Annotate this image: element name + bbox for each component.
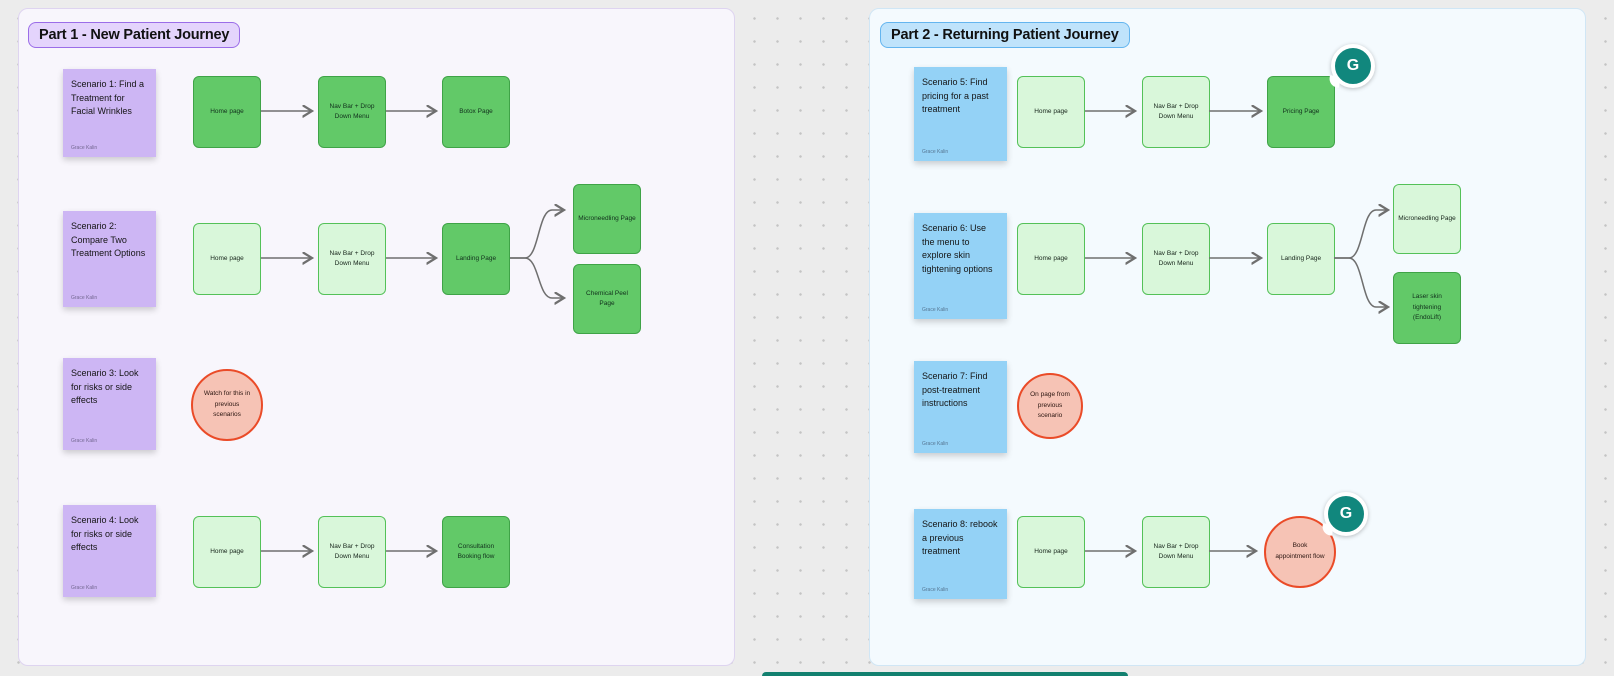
node-nav-bar-dropdown[interactable]: Nav Bar + Drop Down Menu bbox=[318, 76, 386, 148]
sticky-text: Scenario 4: Look for risks or side effec… bbox=[71, 515, 139, 552]
section-title-part2[interactable]: Part 2 - Returning Patient Journey bbox=[880, 22, 1130, 48]
callout-on-page-previous[interactable]: On page from previous scenario bbox=[1017, 373, 1083, 439]
node-microneedling-page[interactable]: Microneedling Page bbox=[1393, 184, 1461, 254]
node-home-page[interactable]: Home page bbox=[193, 223, 261, 295]
node-botox-page[interactable]: Botox Page bbox=[442, 76, 510, 148]
sticky-scenario-8[interactable]: Scenario 8: rebook a previous treatment … bbox=[914, 509, 1007, 599]
node-home-page[interactable]: Home page bbox=[193, 76, 261, 148]
collaborator-cursor-avatar[interactable]: G bbox=[1331, 44, 1375, 88]
node-nav-bar-dropdown[interactable]: Nav Bar + Drop Down Menu bbox=[318, 516, 386, 588]
sticky-author: Grace Kalin bbox=[922, 306, 949, 313]
sticky-text: Scenario 2: Compare Two Treatment Option… bbox=[71, 221, 146, 258]
sticky-author: Grace Kalin bbox=[922, 148, 949, 155]
sticky-scenario-6[interactable]: Scenario 6: Use the menu to explore skin… bbox=[914, 213, 1007, 319]
taskbar-edge bbox=[762, 672, 1128, 676]
node-nav-bar-dropdown[interactable]: Nav Bar + Drop Down Menu bbox=[318, 223, 386, 295]
sticky-text: Scenario 6: Use the menu to explore skin… bbox=[922, 223, 993, 274]
sticky-scenario-7[interactable]: Scenario 7: Find post-treatment instruct… bbox=[914, 361, 1007, 453]
sticky-scenario-5[interactable]: Scenario 5: Find pricing for a past trea… bbox=[914, 67, 1007, 161]
collaborator-cursor-avatar[interactable]: G bbox=[1324, 492, 1368, 536]
sticky-text: Scenario 8: rebook a previous treatment bbox=[922, 519, 998, 556]
node-home-page[interactable]: Home page bbox=[1017, 223, 1085, 295]
section-title-part1[interactable]: Part 1 - New Patient Journey bbox=[28, 22, 241, 48]
node-nav-bar-dropdown[interactable]: Nav Bar + Drop Down Menu bbox=[1142, 516, 1210, 588]
sticky-scenario-2[interactable]: Scenario 2: Compare Two Treatment Option… bbox=[63, 211, 156, 307]
node-landing-page[interactable]: Landing Page bbox=[442, 223, 510, 295]
sticky-author: Grace Kalin bbox=[71, 584, 98, 591]
sticky-scenario-3[interactable]: Scenario 3: Look for risks or side effec… bbox=[63, 358, 156, 450]
sticky-text: Scenario 3: Look for risks or side effec… bbox=[71, 368, 139, 405]
callout-watch-previous[interactable]: Watch for this in previous scenarios bbox=[191, 369, 263, 441]
node-pricing-page[interactable]: Pricing Page bbox=[1267, 76, 1335, 148]
node-home-page[interactable]: Home page bbox=[1017, 76, 1085, 148]
node-nav-bar-dropdown[interactable]: Nav Bar + Drop Down Menu bbox=[1142, 223, 1210, 295]
node-nav-bar-dropdown[interactable]: Nav Bar + Drop Down Menu bbox=[1142, 76, 1210, 148]
sticky-scenario-4[interactable]: Scenario 4: Look for risks or side effec… bbox=[63, 505, 156, 597]
sticky-text: Scenario 1: Find a Treatment for Facial … bbox=[71, 79, 145, 116]
node-landing-page[interactable]: Landing Page bbox=[1267, 223, 1335, 295]
node-home-page[interactable]: Home page bbox=[1017, 516, 1085, 588]
node-microneedling-page[interactable]: Microneedling Page bbox=[573, 184, 641, 254]
section-part1[interactable]: Part 1 - New Patient Journey Scenario 1:… bbox=[18, 8, 735, 666]
node-home-page[interactable]: Home page bbox=[193, 516, 261, 588]
sticky-author: Grace Kalin bbox=[71, 144, 98, 151]
sticky-text: Scenario 5: Find pricing for a past trea… bbox=[922, 77, 989, 114]
sticky-scenario-1[interactable]: Scenario 1: Find a Treatment for Facial … bbox=[63, 69, 156, 157]
node-laser-skin-tightening[interactable]: Laser skin tightening (EndoLift) bbox=[1393, 272, 1461, 344]
sticky-author: Grace Kalin bbox=[922, 586, 949, 593]
node-chemical-peel-page[interactable]: Chemical Peel Page bbox=[573, 264, 641, 334]
node-consultation-booking-flow[interactable]: Consultation Booking flow bbox=[442, 516, 510, 588]
sticky-text: Scenario 7: Find post-treatment instruct… bbox=[922, 371, 988, 408]
sticky-author: Grace Kalin bbox=[71, 294, 98, 301]
section-part2[interactable]: Part 2 - Returning Patient Journey Scena… bbox=[869, 8, 1586, 666]
sticky-author: Grace Kalin bbox=[71, 437, 98, 444]
sticky-author: Grace Kalin bbox=[922, 440, 949, 447]
